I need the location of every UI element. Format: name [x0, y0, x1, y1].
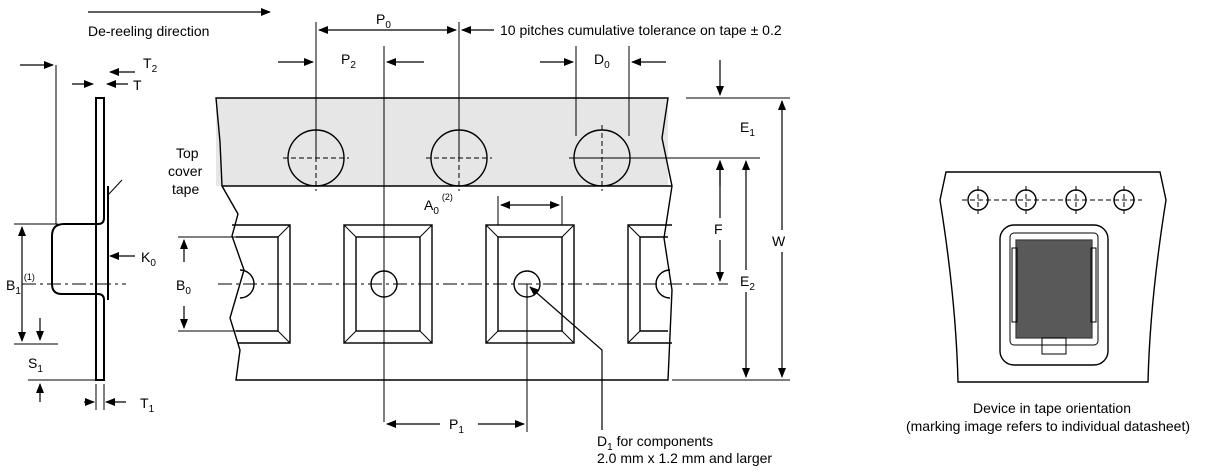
- cover-tape-leader: [107, 179, 123, 196]
- f-label: F: [714, 221, 723, 237]
- orientation-label-2: (marking image refers to individual data…: [906, 418, 1190, 434]
- d1-leader: [529, 286, 603, 430]
- d0-label: D0: [594, 51, 610, 71]
- tape-top-view: [215, 97, 760, 381]
- device-lead-right: [1090, 247, 1097, 323]
- device-lead-left: [1011, 247, 1018, 323]
- tape-outline: [215, 97, 673, 381]
- d1-line2: 2.0 mm x 1.2 mm and larger: [597, 450, 772, 466]
- device-tab: [1041, 337, 1067, 355]
- p1-label: P1: [449, 416, 464, 436]
- tolerance-note: 10 pitches cumulative tolerance on tape …: [500, 22, 782, 38]
- top-cover-label-1: Top: [176, 145, 199, 161]
- a0-label: A0(2): [424, 192, 453, 217]
- orientation-label-1: Device in tape orientation: [973, 400, 1131, 416]
- p0-label: P0: [376, 11, 391, 31]
- device-body: [1015, 239, 1093, 339]
- e1-label: E1: [740, 119, 755, 139]
- d1-label: D1 for components: [597, 433, 713, 453]
- k0-label: K0: [141, 249, 156, 269]
- de-reeling-direction: De-reeling direction: [88, 8, 271, 39]
- top-cover-label-2: cover: [168, 163, 203, 179]
- device-pocket-inner: [1009, 232, 1099, 346]
- t-label: T: [133, 77, 142, 93]
- carrier-tape-profile: [51, 97, 105, 381]
- b0-label: B0: [176, 277, 191, 297]
- e2-label: E2: [740, 273, 755, 293]
- de-reeling-label: De-reeling direction: [88, 23, 209, 39]
- cover-tape-region: [216, 98, 668, 186]
- top-view-dimensions: [178, 22, 790, 432]
- p2-label: P2: [341, 51, 356, 71]
- side-view: [14, 61, 135, 410]
- device-pocket-outer: [999, 224, 1109, 366]
- top-cover-label-3: tape: [172, 181, 199, 197]
- t1-label: T1: [140, 395, 155, 415]
- device-tape-outline: [939, 171, 1167, 383]
- b1-label: B1(1): [6, 272, 35, 297]
- w-label: W: [772, 233, 786, 249]
- s1-label: S1: [28, 355, 43, 375]
- t2-label: T2: [143, 55, 158, 75]
- device-orientation-view: [939, 171, 1167, 383]
